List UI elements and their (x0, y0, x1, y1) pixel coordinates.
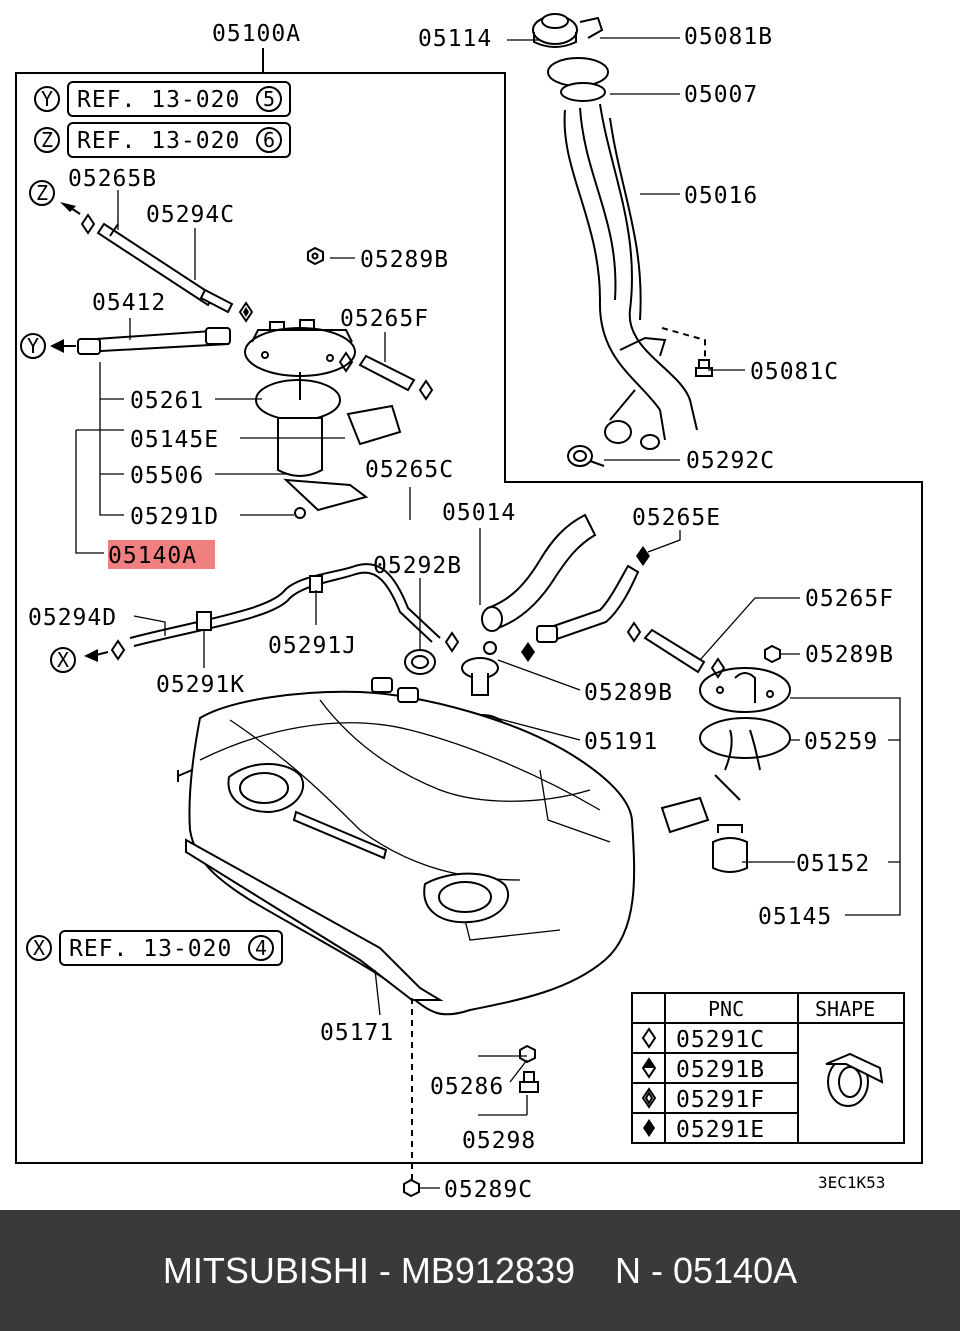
svg-text:4: 4 (255, 936, 267, 960)
highlight-box (108, 540, 215, 569)
hose-05265f-top (358, 354, 416, 392)
filler-cap-part (532, 13, 604, 48)
svg-text:5: 5 (263, 87, 275, 111)
callout-05289b-top: 05289B (360, 247, 449, 273)
svg-text:REF. 13-020: REF. 13-020 (77, 128, 240, 154)
callout-05007: 05007 (684, 82, 758, 108)
callout-05081c: 05081C (750, 359, 839, 385)
svg-text:Y: Y (27, 334, 39, 358)
legend-row-2: 05291B (676, 1057, 765, 1083)
callout-05291j: 05291J (268, 633, 357, 659)
fuel-tank-part (177, 677, 636, 1016)
nut-05289b-right (764, 644, 781, 664)
ref-box-z: Z REF. 13-020 6 (34, 122, 291, 158)
assembly-frame (15, 72, 923, 1164)
nut-05289c (403, 1178, 420, 1198)
fuel-pump-module (244, 319, 402, 519)
callout-05265b: 05265B (68, 166, 157, 192)
hose-05265f-right (643, 628, 706, 674)
nut-05289b-top (307, 246, 324, 266)
callout-05152: 05152 (796, 851, 870, 877)
svg-text:REF. 13-020: REF. 13-020 (69, 936, 232, 962)
pnc-legend-table: PNC SHAPE 05291C 05291B 05291F 05291E (631, 992, 905, 1144)
callout-05294d: 05294D (28, 605, 117, 631)
callout-05265f-right: 05265F (805, 586, 894, 612)
callout-05412: 05412 (92, 290, 166, 316)
callout-05145e: 05145E (130, 427, 219, 453)
legend-header-shape: SHAPE (815, 997, 875, 1021)
legend-row-4: 05291E (676, 1117, 765, 1143)
svg-text:X: X (33, 936, 45, 960)
hose-05265e (536, 564, 640, 643)
clip-shape-icon (825, 1052, 884, 1107)
callout-05265f-top: 05265F (340, 306, 429, 332)
callout-05289c: 05289C (444, 1177, 533, 1203)
callout-05191: 05191 (584, 729, 658, 755)
callout-05259: 05259 (804, 729, 878, 755)
diagram-code: 3EC1K53 (818, 1173, 885, 1192)
clamp-05292b (404, 649, 436, 675)
callout-05140a: 05140A (108, 543, 197, 569)
legend-row-1: 05291C (676, 1027, 765, 1053)
sender-unit-05259 (660, 667, 791, 873)
vent-hose-05294c (96, 222, 234, 314)
callout-05114: 05114 (418, 26, 492, 52)
arrow-marker-y: Y (20, 333, 76, 359)
filler-neck-part (547, 57, 706, 450)
callout-05265c: 05265C (365, 457, 454, 483)
callout-labels: 05100A 05114 05081B 05007 05016 05265B 0… (28, 21, 894, 1203)
callout-05081b: 05081B (684, 24, 773, 50)
part-number-footer: MITSUBISHI - MB912839 N - 05140A (0, 1210, 960, 1331)
arrow-marker-z: Z (29, 180, 81, 215)
clip-symbols (80, 213, 726, 679)
callout-05286: 05286 (430, 1074, 504, 1100)
callout-05265e: 05265E (632, 505, 721, 531)
pipe-05265c (129, 563, 441, 647)
parts-diagram: Y REF. 13-020 5 Z REF. 13-020 6 X REF. 1… (15, 13, 923, 1203)
callout-05292c: 05292C (686, 448, 775, 474)
bolt-05081c (695, 359, 713, 377)
callout-05014: 05014 (442, 500, 516, 526)
svg-text:Z: Z (36, 181, 48, 205)
callout-05171: 05171 (320, 1020, 394, 1046)
callout-05294c: 05294C (146, 202, 235, 228)
callout-05016: 05016 (684, 183, 758, 209)
callout-05506: 05506 (130, 463, 204, 489)
svg-text:X: X (57, 648, 69, 672)
ref-box-y: Y REF. 13-020 5 (34, 81, 291, 117)
svg-text:6: 6 (263, 128, 275, 152)
svg-text:Y: Y (41, 87, 53, 111)
callout-05298: 05298 (462, 1128, 536, 1154)
callout-05291d: 05291D (130, 504, 219, 530)
legend-row-3: 05291F (676, 1087, 765, 1113)
callout-05289b-mid: 05289B (584, 680, 673, 706)
ref-box-x: X REF. 13-020 4 (26, 930, 283, 966)
hose-clamp-05292c (567, 445, 605, 467)
svg-text:REF. 13-020: REF. 13-020 (77, 87, 240, 113)
callout-05291k: 05291K (156, 672, 245, 698)
callout-05100a: 05100A (212, 21, 301, 47)
callout-05292b: 05292B (373, 553, 462, 579)
callout-05145: 05145 (758, 904, 832, 930)
svg-text:Z: Z (41, 128, 53, 152)
leader-lines (75, 37, 901, 1189)
callout-05261: 05261 (130, 388, 204, 414)
legend-header-pnc: PNC (708, 997, 744, 1021)
arrow-marker-x: X (50, 647, 109, 673)
vapor-hose-05412 (77, 327, 231, 355)
callout-05289b-right: 05289B (805, 642, 894, 668)
bolts-05286-05298 (519, 1044, 539, 1093)
fill-hose-05014 (481, 513, 597, 632)
